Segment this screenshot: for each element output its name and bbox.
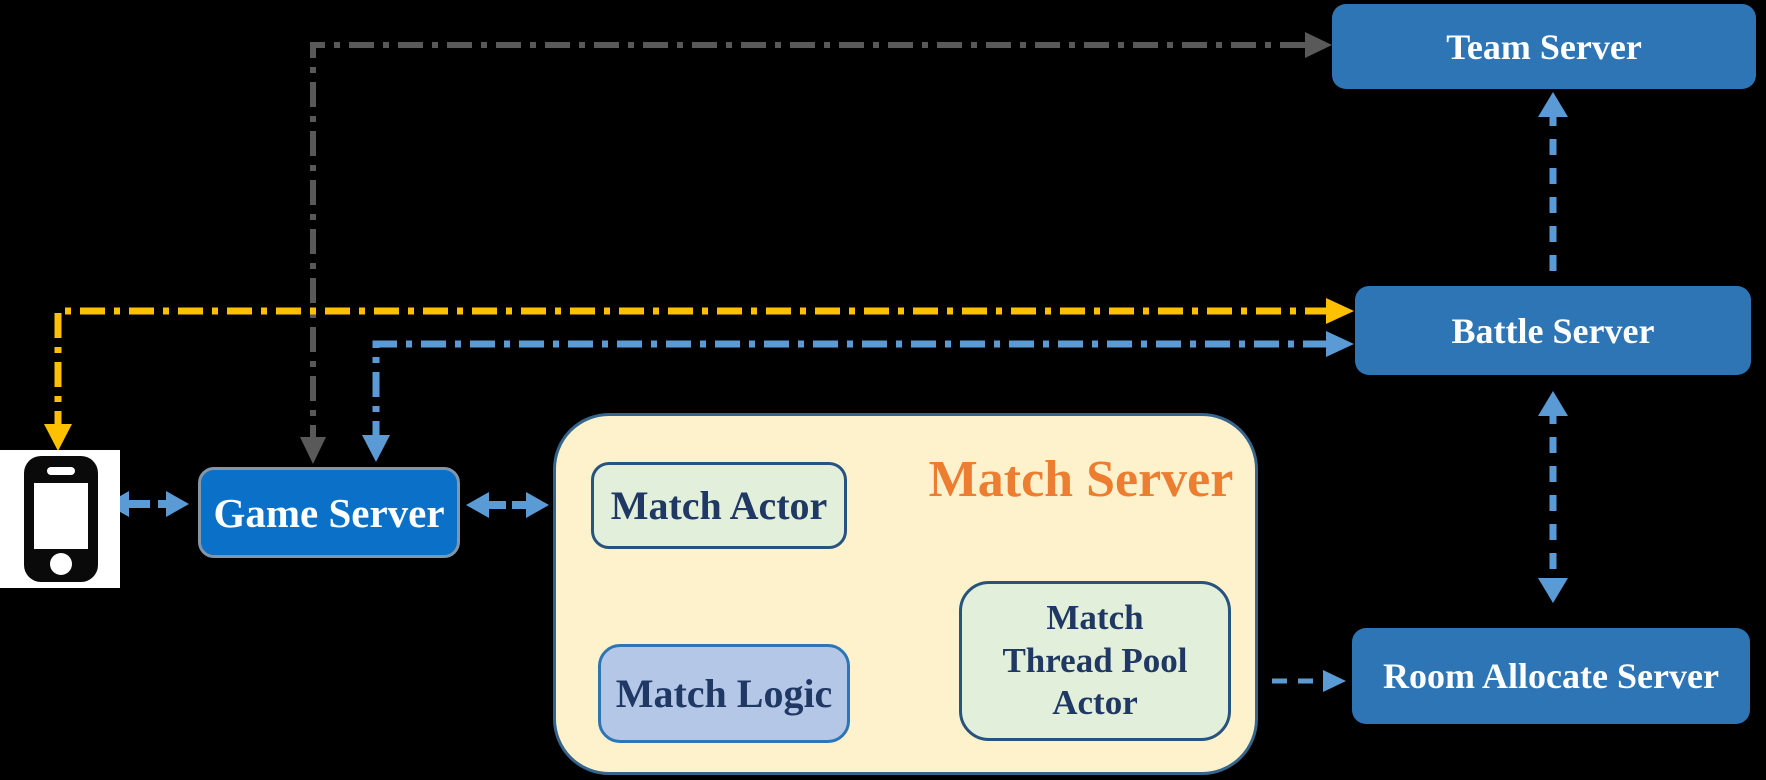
arrowhead-to-battle xyxy=(1538,391,1568,416)
match-thread-pool-actor-node: Match Thread Pool Actor xyxy=(959,581,1231,741)
edge-client-battle xyxy=(44,298,1354,451)
arrowhead-to-game xyxy=(362,435,390,462)
match-thread-pool-line-3: Actor xyxy=(1052,683,1138,723)
arrowhead-to-game xyxy=(166,491,189,517)
arrowhead-to-room xyxy=(1538,578,1568,603)
edge-game-match xyxy=(466,492,549,518)
arrowhead-to-battle xyxy=(1326,331,1354,357)
edge-match-room xyxy=(1272,670,1346,692)
match-server-group: Match Server Match Actor Match Logic Mat… xyxy=(553,413,1258,775)
arrowhead-to-game xyxy=(466,492,489,518)
room-allocate-server-label: Room Allocate Server xyxy=(1383,656,1719,696)
match-logic-node: Match Logic xyxy=(598,644,850,743)
match-actor-label: Match Actor xyxy=(610,483,828,528)
edge-game-battle xyxy=(362,331,1354,462)
room-allocate-server-node: Room Allocate Server xyxy=(1352,628,1750,724)
edge-battle-room xyxy=(1538,391,1568,603)
arrowhead-to-phone xyxy=(44,424,72,451)
battle-server-label: Battle Server xyxy=(1451,310,1655,351)
match-server-title: Match Server xyxy=(928,451,1234,508)
team-server-label: Team Server xyxy=(1446,26,1642,67)
game-server-label: Game Server xyxy=(213,489,445,536)
match-logic-label: Match Logic xyxy=(615,671,833,716)
match-thread-pool-line-1: Match xyxy=(1046,597,1144,637)
match-thread-pool-line-2: Thread Pool xyxy=(1002,640,1188,680)
smartphone-icon xyxy=(24,456,98,582)
battle-server-node: Battle Server xyxy=(1355,286,1751,375)
arrowhead-to-team xyxy=(1538,92,1568,117)
arrowhead-to-battle xyxy=(1326,298,1354,324)
team-server-node: Team Server xyxy=(1332,4,1756,89)
match-actor-node: Match Actor xyxy=(591,462,847,549)
arrowhead-to-room xyxy=(1323,670,1346,692)
arrowhead-to-match xyxy=(526,492,549,518)
game-server-node: Game Server xyxy=(198,467,460,558)
arrowhead-to-game xyxy=(300,437,326,464)
edge-battle-team xyxy=(1538,92,1568,280)
arrowhead-to-team xyxy=(1305,32,1332,58)
edge-game-team xyxy=(300,32,1332,464)
client-phone-tile xyxy=(0,450,120,588)
